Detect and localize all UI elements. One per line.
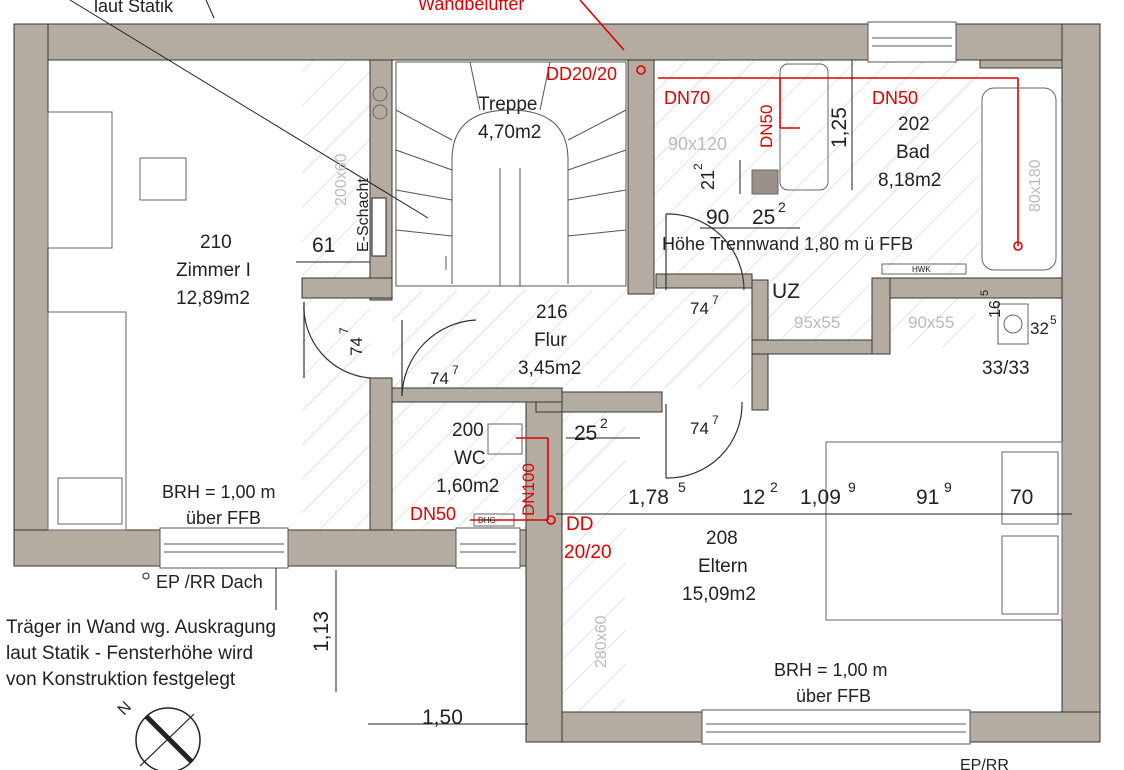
dim-150: 1,50 [422, 706, 463, 729]
dim-1099-sup: 9 [848, 479, 856, 495]
pipe-routing [470, 0, 1023, 525]
dimension-lines [69, 0, 1072, 725]
room-name-treppe: Treppe [478, 94, 538, 115]
pipe-label-dd-bottom-2: 20/20 [564, 542, 612, 563]
dim-747-eltern: 74 [690, 419, 709, 438]
brh-right-line1: BRH = 1,00 m [774, 660, 888, 680]
doors [303, 213, 745, 479]
windows [159, 21, 971, 745]
ep-marker [142, 572, 150, 580]
pipe-label-dn50-wc: DN50 [410, 504, 456, 524]
room-name-zimmer: Zimmer I [176, 260, 251, 281]
pipe-label-dn50-vertical: DN50 [757, 105, 776, 148]
ep-bottom-label: EP/RR [960, 757, 1009, 770]
room-area-flur: 3,45m2 [518, 358, 581, 379]
dim-113: 1,13 [310, 611, 333, 652]
ep-dach-label: EP /RR Dach [156, 572, 263, 592]
uz-label: UZ [772, 280, 800, 303]
traeger-note-line3: von Konstruktion festgelegt [6, 669, 236, 690]
room-number-wc: 200 [452, 420, 484, 441]
dim-125: 1,25 [828, 107, 851, 148]
wandbeluefter-label: Wandbelüfter [418, 0, 524, 14]
brh-right-line2: über FFB [796, 686, 871, 706]
dim-122-sup: 2 [770, 479, 778, 495]
dim-325: 32 [1030, 319, 1049, 338]
dim-122: 12 [742, 486, 765, 509]
dim-252-bad-sup: 2 [778, 199, 786, 215]
fixture-hwk: HWK [912, 265, 931, 274]
dim-919: 91 [916, 486, 939, 509]
fixture-bathtub: 80x180 [1027, 159, 1044, 212]
dim-1099: 1,09 [800, 486, 841, 509]
e-schacht-label: E-Schacht [355, 178, 372, 252]
dim-165: 16 [987, 300, 1004, 318]
dim-747-eltern-sup: 7 [712, 413, 719, 427]
room-number-flur: 216 [536, 302, 568, 323]
dim-252-wc: 25 [574, 422, 597, 445]
dim-61: 61 [312, 234, 335, 257]
room-name-wc: WC [454, 448, 486, 469]
room-name-eltern: Eltern [698, 556, 748, 577]
fixture-schacht-280: 280x60 [593, 615, 610, 668]
dim-747-flur-sup: 7 [452, 363, 459, 377]
dim-212: 21 [698, 170, 718, 190]
room-area-zimmer: 12,89m2 [176, 288, 250, 309]
dim-747-left-sup: 7 [337, 327, 351, 334]
statik-label: laut Statik [94, 0, 174, 16]
room-number-eltern: 208 [706, 528, 738, 549]
traeger-note: Träger in Wand wg. Auskragung laut Stati… [6, 615, 276, 693]
room-number-zimmer: 210 [200, 232, 232, 253]
dim-747-bad-sup: 7 [712, 293, 719, 307]
room-area-bad: 8,18m2 [878, 170, 941, 191]
dim-325-sup: 5 [1050, 313, 1057, 327]
fixture-schacht-bath: 95x55 [794, 313, 840, 332]
dim-165-sup: 5 [979, 290, 991, 296]
dim-252-bad: 25 [752, 206, 775, 229]
traeger-note-line2: laut Statik - Fensterhöhe wird [6, 643, 254, 664]
room-area-treppe: 4,70m2 [478, 122, 541, 143]
dim-747-left: 74 [347, 337, 366, 356]
dim-919-sup: 9 [944, 479, 952, 495]
room-number-bad: 202 [898, 114, 930, 135]
pipe-label-dn70: DN70 [664, 88, 710, 108]
dim-1785-sup: 5 [678, 479, 686, 495]
hatched-areas [302, 60, 980, 714]
fixture-9055: 90x55 [908, 313, 954, 332]
traeger-note-line1: Träger in Wand wg. Auskragung [6, 617, 277, 638]
brh-left-line1: BRH = 1,00 m [162, 482, 276, 502]
dim-90: 90 [706, 206, 729, 229]
room-area-wc: 1,60m2 [436, 476, 499, 497]
dim-1785: 1,78 [628, 486, 669, 509]
dim-3333: 33/33 [982, 358, 1030, 379]
fixture-dhg: DHG [478, 516, 496, 525]
trennwand-note: Höhe Trennwand 1,80 m ü FFB [662, 234, 913, 254]
staircase [395, 61, 627, 287]
fixture-schacht-200: 200x60 [333, 153, 350, 206]
dim-252-wc-sup: 2 [600, 415, 608, 431]
brh-left-line2: über FFB [186, 508, 261, 528]
pipe-label-dd-bottom-1: DD [566, 514, 593, 535]
pipe-label-dd-top: DD20/20 [546, 64, 617, 84]
dim-747-bad: 74 [690, 299, 709, 318]
compass-north-label: N [115, 699, 135, 719]
pipe-label-dn100: DN100 [519, 463, 538, 516]
pipe-label-dn50-bad: DN50 [872, 88, 918, 108]
room-name-flur: Flur [534, 330, 567, 351]
fixture-shower: 90x120 [668, 134, 727, 154]
room-name-bad: Bad [896, 142, 930, 163]
dim-212-sup: 2 [691, 163, 705, 170]
compass-icon: N [115, 699, 201, 770]
dim-747-flur: 74 [430, 369, 449, 388]
dim-70: 70 [1010, 486, 1033, 509]
room-area-eltern: 15,09m2 [682, 584, 756, 605]
